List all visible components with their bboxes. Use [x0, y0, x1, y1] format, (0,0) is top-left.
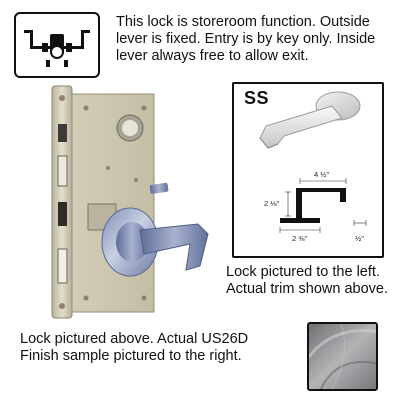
- finish-swatch: [307, 322, 378, 391]
- description-line: This lock is storeroom function. Outside: [116, 14, 370, 30]
- caption-line: Actual trim shown above.: [226, 281, 388, 297]
- dimension-height: 2 ⅛": [264, 199, 280, 208]
- function-icon-box: [14, 12, 100, 78]
- finish-caption: Lock pictured above. Actual US26D Finish…: [20, 331, 290, 365]
- dimension-rose: 2 ⅜": [292, 234, 308, 243]
- function-description: This lock is storeroom function. Outside…: [116, 14, 392, 65]
- dimension-width: 4 ½": [314, 170, 330, 179]
- mortise-lock-image: [48, 84, 228, 324]
- lock-caption: Lock pictured to the left. Actual trim s…: [226, 264, 396, 298]
- description-line: lever always free to allow exit.: [116, 48, 309, 64]
- caption-line: Finish sample pictured to the right.: [20, 348, 242, 364]
- trim-panel: SS: [232, 82, 384, 258]
- trim-code: SS: [244, 88, 270, 108]
- storeroom-function-icon: [24, 30, 90, 67]
- caption-line: Lock pictured to the left.: [226, 264, 380, 280]
- description-line: lever is fixed. Entry is by key only. In…: [116, 31, 376, 47]
- lever-trim-image: [259, 91, 367, 233]
- dimension-projection: ½": [355, 234, 364, 243]
- caption-line: Lock pictured above. Actual US26D: [20, 331, 249, 347]
